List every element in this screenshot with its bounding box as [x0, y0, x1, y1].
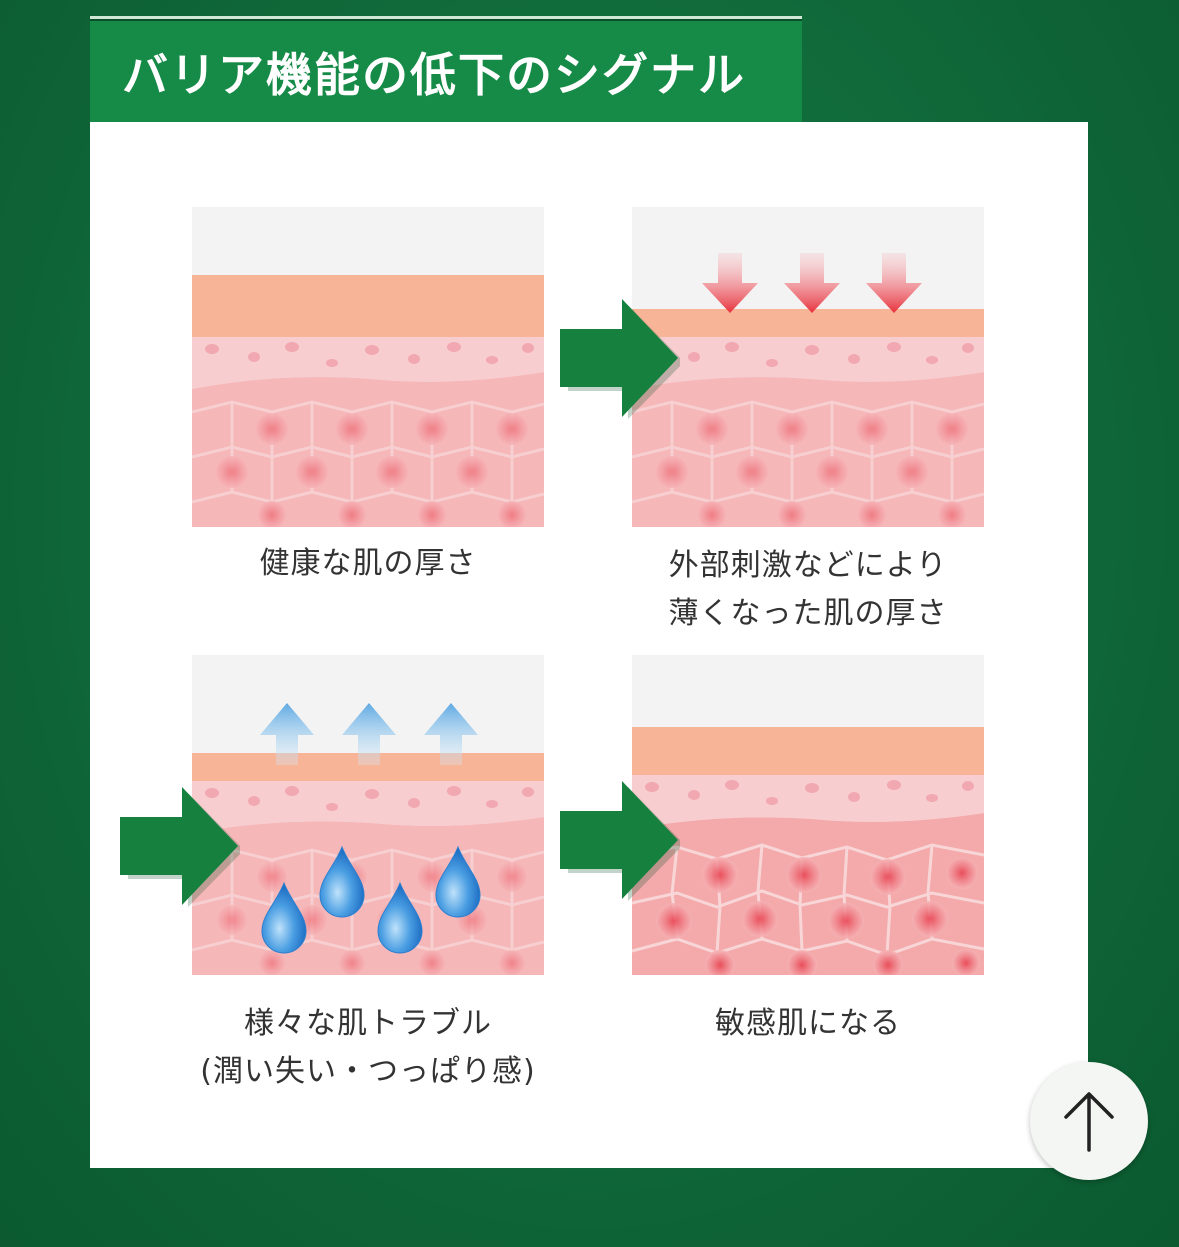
page-title: バリア機能の低下のシグナル: [122, 48, 746, 102]
skin-illustration-sensitive: [632, 655, 984, 975]
title-banner: バリア機能の低下のシグナル: [90, 16, 802, 125]
skin-panel-thinned: [632, 207, 984, 527]
green-right-arrow-icon: [120, 787, 240, 907]
skin-illustration-thinned: [632, 207, 984, 527]
scroll-to-top-button[interactable]: [1030, 1062, 1148, 1180]
skin-panel-troubles: [192, 655, 544, 975]
skin-panel-healthy: [192, 207, 544, 527]
water-drop-icon: [261, 845, 481, 954]
blue-up-arrow-icon: [260, 703, 478, 765]
caption-healthy: 健康な肌の厚さ: [259, 546, 477, 581]
skin-panel-sensitive: [632, 655, 984, 975]
caption-sensitive: 敏感肌になる: [715, 1006, 901, 1041]
content-card: 健康な肌の厚さ: [90, 122, 1088, 1168]
skin-illustration-troubles: [192, 655, 544, 975]
green-right-arrow-icon: [560, 299, 680, 419]
green-right-arrow-icon: [560, 781, 680, 901]
red-down-arrow-icon: [702, 253, 922, 313]
caption-troubles: 様々な肌トラブル (潤い失い・つっぱり感): [200, 1006, 536, 1089]
caption-thinned: 外部刺激などにより 薄くなった肌の厚さ: [668, 548, 948, 631]
arrow-up-icon: [1064, 1092, 1114, 1152]
skin-illustration-healthy: [192, 207, 544, 527]
